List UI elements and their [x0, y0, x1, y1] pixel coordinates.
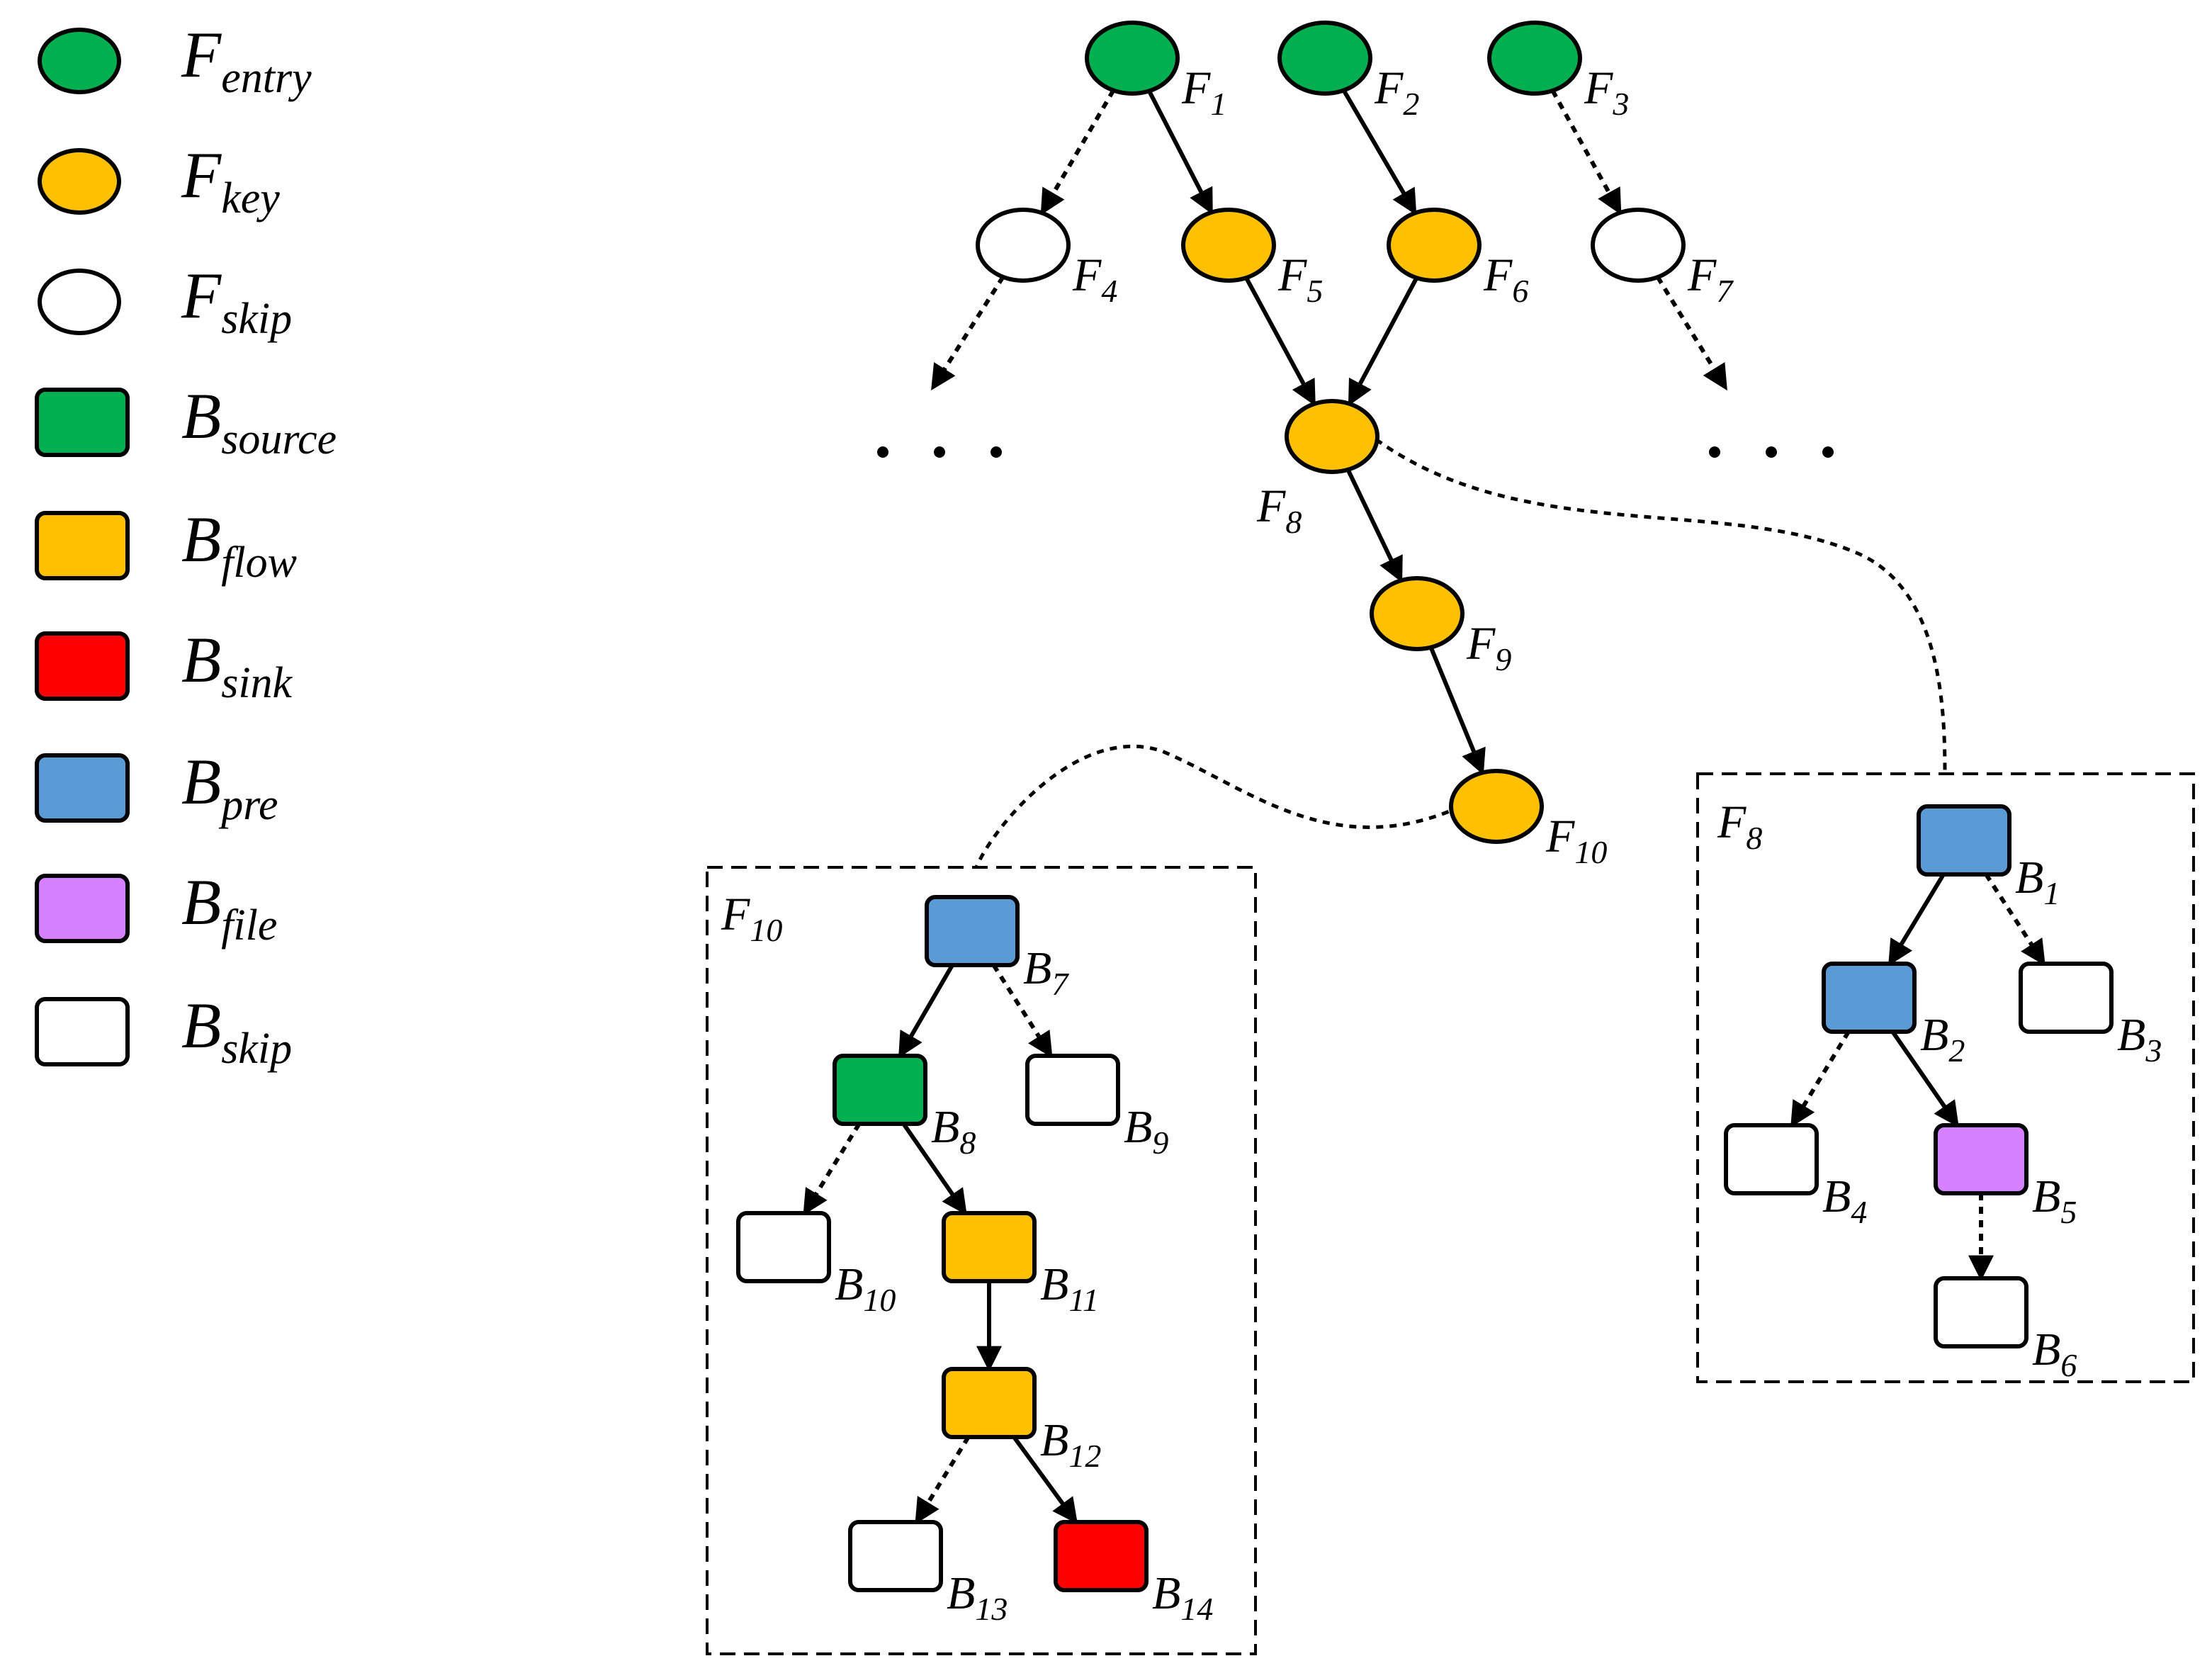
- edge-f9-to-f10: [1428, 646, 1486, 775]
- function-label-f9: F9: [1466, 618, 1511, 677]
- block-label-b2: B2: [1920, 1009, 1965, 1069]
- edges: [802, 89, 2046, 1525]
- edge-f6-to-f8: [1347, 276, 1419, 407]
- block-node-b9: [1025, 1054, 1120, 1126]
- block-label-b7: B7: [1023, 942, 1069, 1002]
- edge-f2-to-f6: [1341, 89, 1418, 215]
- block-node-b3: [2019, 962, 2114, 1034]
- block-label-b5: B5: [2032, 1171, 2077, 1230]
- edge-b7-to-b8: [898, 964, 954, 1059]
- function-node-f4: [976, 208, 1071, 283]
- legend-label-b-skip: Bskip: [181, 989, 292, 1073]
- block-node-b13: [848, 1520, 943, 1592]
- legend-label-b-flow: Bflow: [181, 503, 297, 587]
- function-node-f5: [1181, 208, 1276, 283]
- edge-f5-to-f8: [1244, 276, 1316, 407]
- function-label-f5: F5: [1277, 249, 1323, 309]
- block-label-b14: B14: [1152, 1567, 1213, 1627]
- link-f10-to-subgraph: [974, 744, 1462, 868]
- legend-swatch-f-key: [38, 148, 121, 215]
- legend-swatch-b-sink: [35, 631, 130, 701]
- legend-swatch-f-entry: [38, 28, 121, 94]
- more-functions-left: [877, 446, 1002, 458]
- legend: FentryFkeyFskipBsourceBflowBsinkBpreBfil…: [35, 18, 337, 1073]
- subgraph-title-f8: F8: [1717, 796, 1762, 856]
- legend-label-f-entry: Fentry: [181, 18, 312, 102]
- block-node-b14: [1054, 1520, 1149, 1592]
- function-node-f8: [1285, 399, 1379, 474]
- edge-b1-to-b2: [1887, 873, 1946, 967]
- function-node-f3: [1487, 21, 1582, 96]
- function-node-f2: [1277, 21, 1372, 96]
- legend-label-b-source: Bsource: [181, 380, 337, 463]
- edge-f7-to-more-right: [1656, 276, 1728, 391]
- function-node-f7: [1591, 208, 1686, 283]
- function-label-f4: F4: [1072, 249, 1117, 309]
- function-node-f10: [1449, 769, 1544, 844]
- block-label-b3: B3: [2117, 1009, 2162, 1069]
- legend-swatch-f-skip: [38, 269, 121, 335]
- block-node-b6: [1934, 1276, 2028, 1348]
- edge-b2-to-b5: [1890, 1030, 1960, 1127]
- edge-f3-to-f7: [1550, 89, 1623, 215]
- edge-b8-to-b10: [802, 1122, 862, 1216]
- function-label-f6: F6: [1483, 249, 1528, 309]
- function-label-f3: F3: [1584, 62, 1629, 122]
- edge-b12-to-b13: [914, 1436, 971, 1525]
- legend-label-b-file: Bfile: [181, 866, 277, 950]
- edge-f4-to-more-left: [930, 276, 1005, 391]
- function-label-f2: F2: [1374, 62, 1419, 122]
- legend-swatch-b-file: [35, 874, 130, 943]
- subgraph-box-f8: [1696, 772, 2195, 1383]
- edge-b1-to-b3: [1984, 873, 2046, 967]
- edge-f1-to-f4: [1039, 89, 1116, 215]
- block-node-b2: [1822, 962, 1917, 1034]
- function-label-f7: F7: [1687, 249, 1734, 309]
- block-node-b7: [925, 895, 1020, 967]
- more-functions-right: [1709, 446, 1834, 458]
- edge-f1-to-f5: [1147, 90, 1214, 215]
- block-label-b12: B12: [1040, 1414, 1101, 1474]
- edge-b8-to-b11: [901, 1122, 968, 1215]
- block-node-b8: [833, 1054, 927, 1126]
- block-label-b9: B9: [1124, 1101, 1168, 1161]
- function-node-f6: [1387, 208, 1482, 283]
- block-node-b11: [942, 1211, 1037, 1283]
- function-label-f8: F8: [1256, 480, 1302, 540]
- legend-label-b-sink: Bsink: [181, 624, 293, 707]
- block-label-b1: B1: [2015, 852, 2060, 911]
- link-f8-to-subgraph: [1375, 437, 1947, 774]
- function-node-f1: [1085, 21, 1180, 96]
- legend-label-b-pre: Bpre: [181, 745, 278, 829]
- legend-swatch-b-source: [35, 388, 130, 457]
- edge-b7-to-b9: [991, 964, 1054, 1059]
- block-node-b1: [1917, 804, 2011, 877]
- edge-b2-to-b4: [1790, 1030, 1851, 1128]
- subgraph-box-f10: [706, 866, 1257, 1655]
- block-label-b10: B10: [835, 1258, 896, 1318]
- legend-label-f-key: Fkey: [181, 139, 280, 222]
- legend-swatch-b-flow: [35, 511, 130, 580]
- block-node-b5: [1934, 1123, 2028, 1195]
- legend-label-f-skip: Fskip: [181, 259, 292, 343]
- legend-swatch-b-pre: [35, 753, 130, 823]
- edge-f8-to-f9: [1345, 468, 1404, 583]
- legend-swatch-b-skip: [35, 997, 130, 1066]
- subgraph-title-f10: F10: [721, 889, 782, 948]
- block-label-b6: B6: [2032, 1324, 2077, 1383]
- function-node-f9: [1370, 576, 1465, 651]
- edge-b12-to-b14: [1012, 1436, 1078, 1524]
- block-node-b10: [736, 1211, 831, 1283]
- block-label-b13: B13: [947, 1567, 1008, 1627]
- block-node-b4: [1724, 1123, 1819, 1195]
- function-label-f10: F10: [1545, 811, 1607, 870]
- block-label-b4: B4: [1822, 1171, 1867, 1230]
- block-node-b12: [942, 1367, 1037, 1439]
- function-label-f1: F1: [1181, 62, 1226, 122]
- block-label-b11: B11: [1040, 1258, 1099, 1318]
- block-label-b8: B8: [931, 1101, 976, 1161]
